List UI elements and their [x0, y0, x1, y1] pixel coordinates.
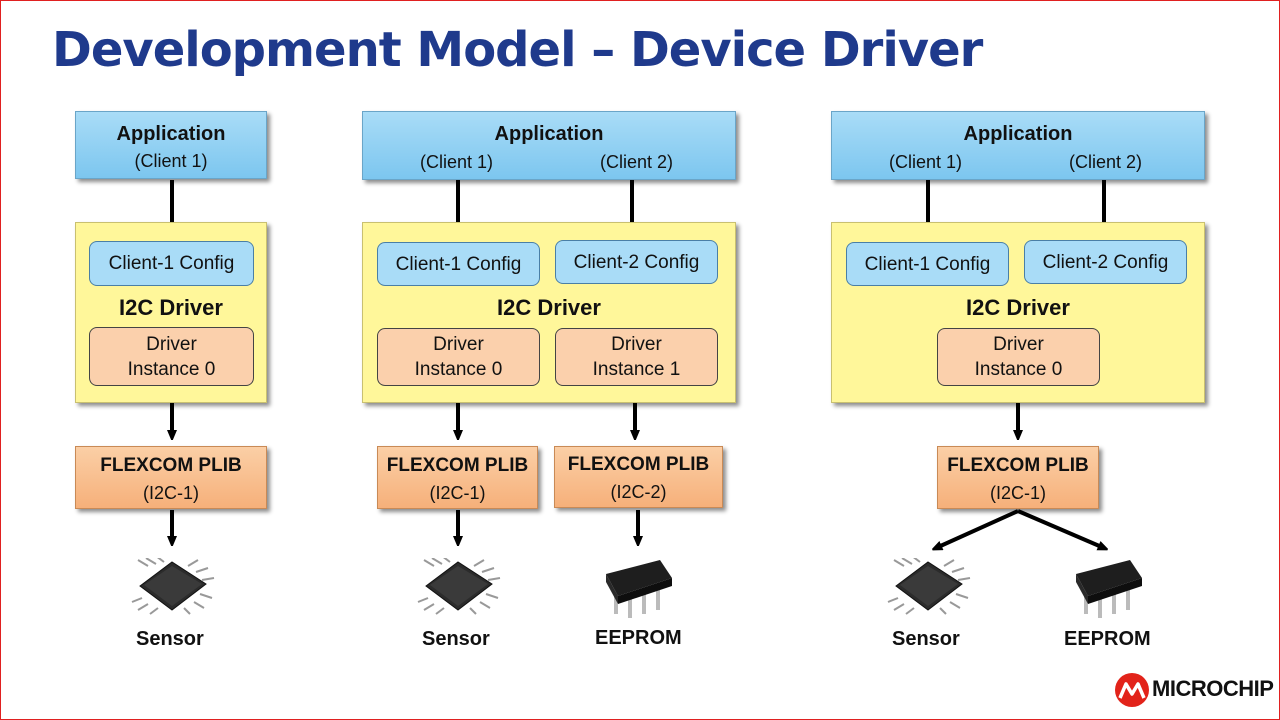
eeprom-label-2: EEPROM — [595, 627, 682, 649]
sensor-chip-icon — [417, 558, 501, 615]
i2c-driver-box-2: Client-1 Config Client-2 Config I2C Driv… — [362, 222, 736, 403]
arrow-plib-to-sensor-3 — [936, 509, 1019, 548]
application-label: Application — [963, 123, 1073, 145]
driver-instance-0-box: Driver Instance 0 — [377, 328, 540, 386]
i2c-driver-box-3: Client-1 Config Client-2 Config I2C Driv… — [831, 222, 1205, 403]
client1-config-box: Client-1 Config — [846, 242, 1009, 286]
flexcom-plib-box-3: FLEXCOM PLIB (I2C-1) — [937, 446, 1099, 509]
eeprom-chip-icon — [606, 560, 672, 618]
i2c-driver-box-1: Client-1 Config I2C Driver Driver Instan… — [75, 222, 267, 403]
driver-instance-0-box: Driver Instance 0 — [89, 327, 254, 386]
microchip-logo-icon — [1115, 673, 1149, 707]
application-label: Application — [494, 123, 604, 145]
sensor-label-2: Sensor — [422, 628, 490, 650]
client1-config-box: Client-1 Config — [89, 241, 254, 286]
driver-instance-1-box: Driver Instance 1 — [555, 328, 718, 386]
i2c-driver-label: I2C Driver — [119, 295, 223, 320]
flexcom-plib-box-1: FLEXCOM PLIB (I2C-1) — [75, 446, 267, 509]
sensor-label-3: Sensor — [892, 628, 960, 650]
eeprom-label-3: EEPROM — [1064, 628, 1151, 650]
slide-title: Development Model – Device Driver — [52, 22, 983, 78]
flexcom-plib-box-2b: FLEXCOM PLIB (I2C-2) — [554, 446, 723, 508]
microchip-logo-text: MICROCHIP — [1152, 676, 1274, 701]
application-box-1: Application (Client 1) — [75, 111, 267, 179]
sensor-chip-icon — [887, 558, 971, 615]
client1-config-box: Client-1 Config — [377, 242, 540, 286]
eeprom-chip-icon — [1076, 560, 1142, 618]
client2-label: (Client 2) — [600, 152, 674, 172]
application-box-2: Application (Client 1) (Client 2) — [362, 111, 736, 180]
flexcom-plib-box-2a: FLEXCOM PLIB (I2C-1) — [377, 446, 538, 509]
client2-config-box: Client-2 Config — [1024, 240, 1187, 284]
client1-label: (Client 1) — [420, 152, 494, 172]
i2c-driver-label: I2C Driver — [497, 295, 601, 320]
i2c-driver-label: I2C Driver — [966, 295, 1070, 320]
arrow-plib-to-eeprom-3 — [1017, 509, 1104, 548]
application-label: Application — [116, 123, 226, 145]
client1-label: (Client 1) — [134, 151, 208, 171]
sensor-chip-icon — [131, 558, 215, 615]
driver-instance-0-box: Driver Instance 0 — [937, 328, 1100, 386]
sensor-label-1: Sensor — [136, 628, 204, 650]
client2-label: (Client 2) — [1069, 152, 1143, 172]
client2-config-box: Client-2 Config — [555, 240, 718, 284]
client1-label: (Client 1) — [889, 152, 963, 172]
application-box-3: Application (Client 1) (Client 2) — [831, 111, 1205, 180]
